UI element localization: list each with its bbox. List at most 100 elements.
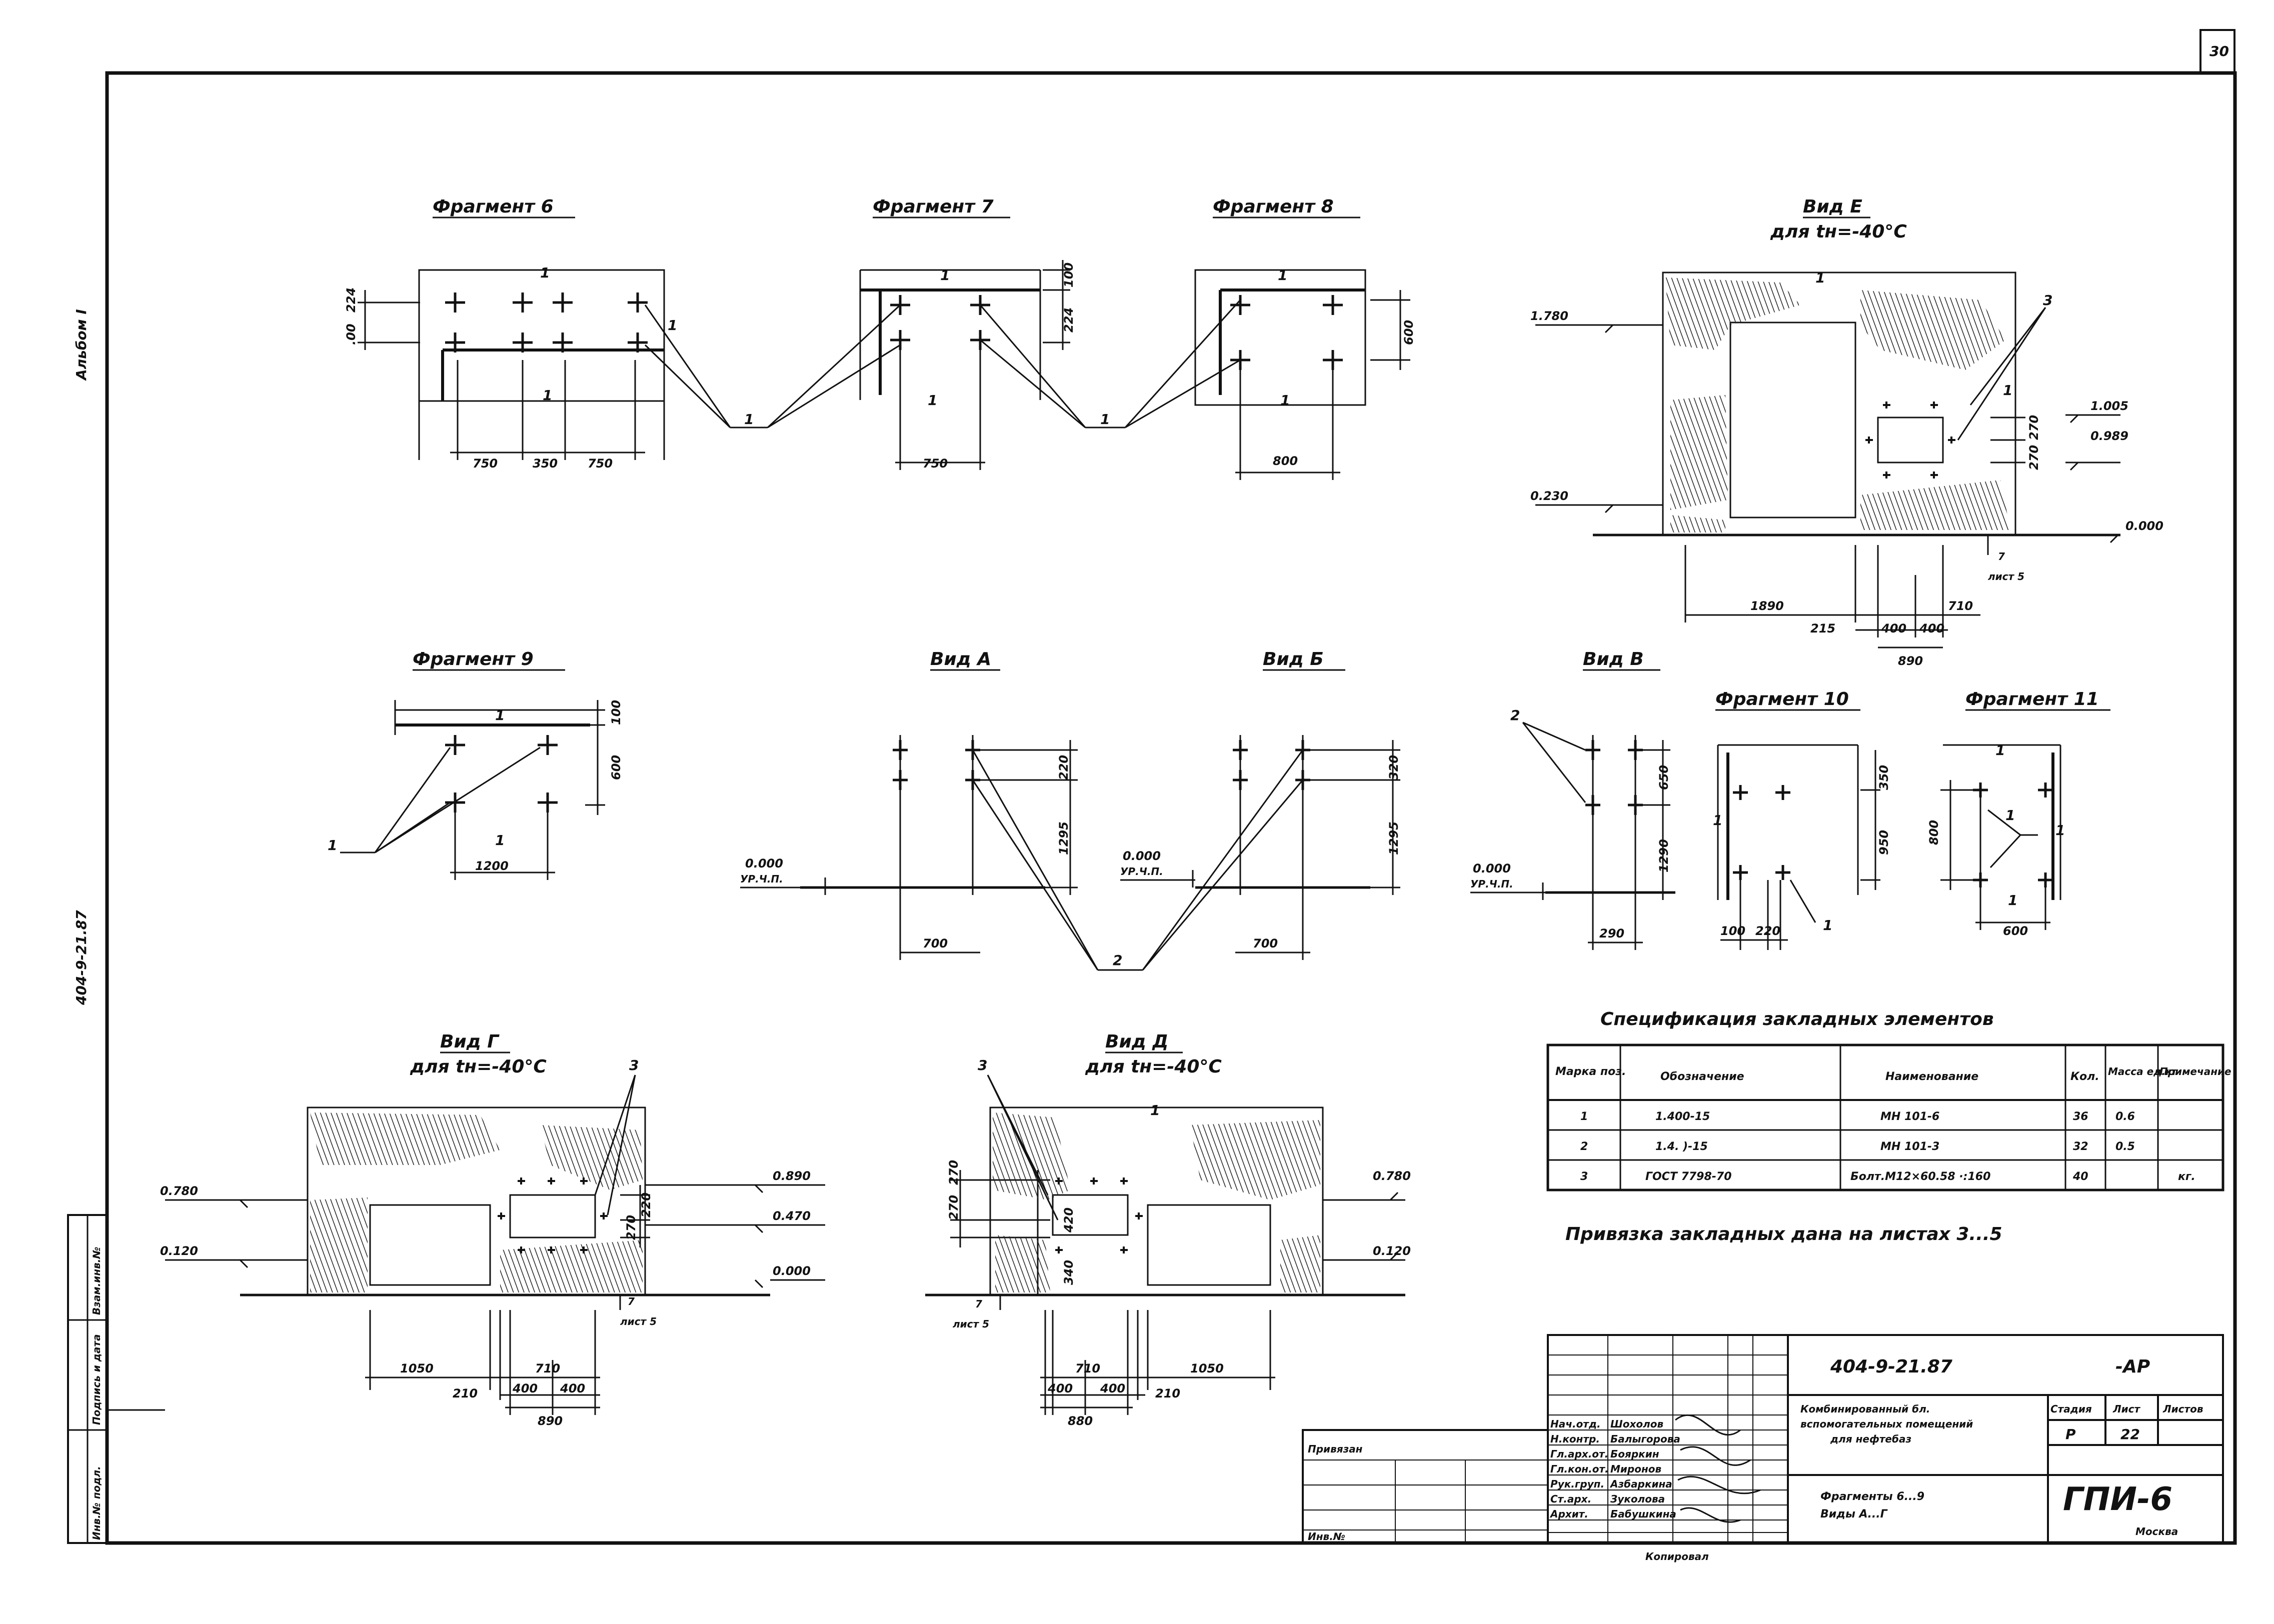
view-v-mark: 2 <box>1510 707 1520 724</box>
fragment-10-vdim-2: 950 <box>1877 830 1891 855</box>
org-name: ГПИ-6 <box>2063 1481 2172 1518</box>
view-g-section-ref: 7 <box>628 1296 635 1308</box>
spec-row-1-mark: 1 <box>1580 1110 1588 1123</box>
fragment-11-dim-1: 600 <box>2003 924 2028 938</box>
spec-row-1-qty: 36 <box>2073 1110 2088 1123</box>
view-d-title: Вид Д <box>1105 1032 1168 1052</box>
fragment-7: Фрагмент 7 750 100 224 1 1 <box>859 196 1076 470</box>
spec-row-2-qty: 32 <box>2073 1140 2088 1153</box>
view-e-dim-4: 400 <box>1881 622 1906 636</box>
view-a-elev-sub: УР.Ч.П. <box>740 873 783 885</box>
stage-label: Стадия <box>2050 1403 2092 1415</box>
spec-row-2: 2 1.4. )-15 МН 101-3 32 0.5 <box>1580 1140 2135 1153</box>
view-g-vdim-2: 270 <box>624 1215 638 1240</box>
view-e: Вид Е для tн=-40°С <box>1530 196 2163 668</box>
sheet-title-line-1: Фрагменты 6...9 <box>1820 1490 1924 1503</box>
leader-2-ab <box>972 750 1304 971</box>
fragment-7-title: Фрагмент 7 <box>873 196 994 217</box>
view-g-elev-left-2: 0.120 <box>160 1244 198 1258</box>
sheets-label: Листов <box>2162 1403 2203 1415</box>
view-d-elev-1: 0.780 <box>1373 1169 1411 1183</box>
view-d-section-sub: лист 5 <box>953 1318 989 1330</box>
spec-row-3-note: кг. <box>2178 1170 2195 1183</box>
fragment-9: Фрагмент 9 1200 100 600 1 1 1 <box>328 649 623 880</box>
spec-row-1-designation: 1.400-15 <box>1655 1110 1710 1123</box>
view-b-title: Вид Б <box>1263 649 1324 670</box>
view-g-hatch-4 <box>500 1240 643 1292</box>
fragment-6-vdim-2: 224 <box>344 288 358 312</box>
view-e-section-ref: 7 <box>1998 550 2005 562</box>
title-role-4: Гл.кон.от. <box>1550 1463 1609 1475</box>
fragment-11-mark-1: 1 <box>2005 807 2015 824</box>
spec-header-mass: Масса ед.кг <box>2108 1066 2177 1078</box>
fragment-9-mark-2: 1 <box>495 707 505 724</box>
title-code-suffix: -АР <box>2115 1356 2150 1377</box>
view-d-hatch-3 <box>995 1235 1050 1292</box>
view-g-vdim-1: 220 <box>639 1192 653 1218</box>
view-e-dim-6: 890 <box>1898 654 1923 668</box>
fragment-9-vdim-2: 600 <box>609 755 623 780</box>
title-role-7: Архит. <box>1549 1508 1588 1520</box>
sheet-number: 22 <box>2120 1426 2140 1442</box>
view-g-hatch-1 <box>310 1112 500 1165</box>
view-e-elev-right-1: 1.005 <box>2090 399 2128 413</box>
view-v: Вид В 2 0.000 УР.Ч.П. 290 650 1290 <box>1470 649 1675 950</box>
view-g-subtitle: для tн=-40°С <box>410 1056 547 1077</box>
spec-header-note: Примечание <box>2159 1066 2231 1078</box>
leader-1-left <box>644 304 901 428</box>
fragment-8-mark-1: 1 <box>1278 267 1287 284</box>
view-v-elev: 0.000 <box>1473 862 1511 876</box>
view-d-vdim-3: 420 <box>1062 1208 1076 1233</box>
view-a-vdim-1: 220 <box>1057 755 1071 780</box>
title-role-3: Гл.арх.от. <box>1550 1448 1608 1460</box>
view-e-dim-3: 215 <box>1810 622 1835 636</box>
fragment-6-mark-3: 1 <box>668 317 677 334</box>
strip-sign: Подпись и дата <box>91 1334 103 1425</box>
view-b-vdim-2: 1295 <box>1387 822 1401 855</box>
view-g-hatch-2 <box>540 1125 643 1190</box>
sheet-title-line-2: Виды А...Г <box>1820 1508 1888 1520</box>
title-name-4: Миронов <box>1610 1463 1661 1475</box>
fragment-11-mark-3: 1 <box>2055 822 2065 838</box>
spec-header-designation: Обозначение <box>1660 1070 1744 1083</box>
leader-1-right-label: 1 <box>1100 411 1110 428</box>
fragment-8-mark-2: 1 <box>1280 392 1290 408</box>
spec-title: Спецификация закладных элементов <box>1600 1009 1994 1030</box>
spec-row-3-designation: ГОСТ 7798-70 <box>1645 1170 1732 1183</box>
view-e-elev-right-2: 0.989 <box>2090 429 2128 443</box>
page-number: 30 <box>2209 43 2229 60</box>
view-g-title: Вид Г <box>440 1032 500 1052</box>
spec-row-3-qty: 40 <box>2072 1170 2088 1183</box>
title-role-5: Рук.груп. <box>1550 1478 1604 1490</box>
fragment-10-dim-2: 220 <box>1755 924 1780 938</box>
spec-row-1: 1 1.400-15 МН 101-6 36 0.6 <box>1580 1110 2135 1123</box>
view-d-dim-1: 710 <box>1075 1362 1100 1376</box>
fragment-6-dim-2: 350 <box>533 456 558 470</box>
signatures <box>1675 1414 1761 1523</box>
title-name-3: Бояркин <box>1610 1448 1659 1460</box>
title-role-6: Ст.арх. <box>1550 1493 1591 1505</box>
view-g: Вид Г для tн=-40°С <box>160 1032 825 1428</box>
spec-table: Спецификация закладных элементов Марка п… <box>1546 1009 2231 1244</box>
view-a-vdim-2: 1295 <box>1057 822 1071 855</box>
view-d-section-ref: 7 <box>975 1298 982 1310</box>
fragment-11-mark-4: 1 <box>2008 892 2017 908</box>
view-g-elev-left-1: 0.780 <box>160 1184 198 1198</box>
view-e-dim-1: 1890 <box>1750 599 1784 613</box>
fragment-11-title: Фрагмент 11 <box>1965 689 2099 710</box>
fragment-6-mark-1: 1 <box>540 264 550 281</box>
fragment-9-title: Фрагмент 9 <box>413 649 534 670</box>
fragment-8-dim-1: 800 <box>1273 454 1298 468</box>
fragment-9-mark-1: 1 <box>328 837 337 854</box>
fragment-10-title: Фрагмент 10 <box>1715 689 1849 710</box>
fragment-9-dim-1: 1200 <box>475 859 509 873</box>
spec-row-3-mark: 3 <box>1580 1170 1588 1183</box>
title-privyazan: Привязан <box>1308 1443 1363 1455</box>
view-d-hatch-2 <box>1190 1120 1320 1200</box>
title-inv: Инв.№ <box>1308 1530 1345 1542</box>
title-name-1: Шохолов <box>1610 1418 1663 1430</box>
view-g-dim-1: 1050 <box>400 1362 434 1376</box>
view-g-elev-right-1: 0.890 <box>773 1169 811 1183</box>
side-stamp-project: 404-9-21.87 <box>73 910 90 1006</box>
